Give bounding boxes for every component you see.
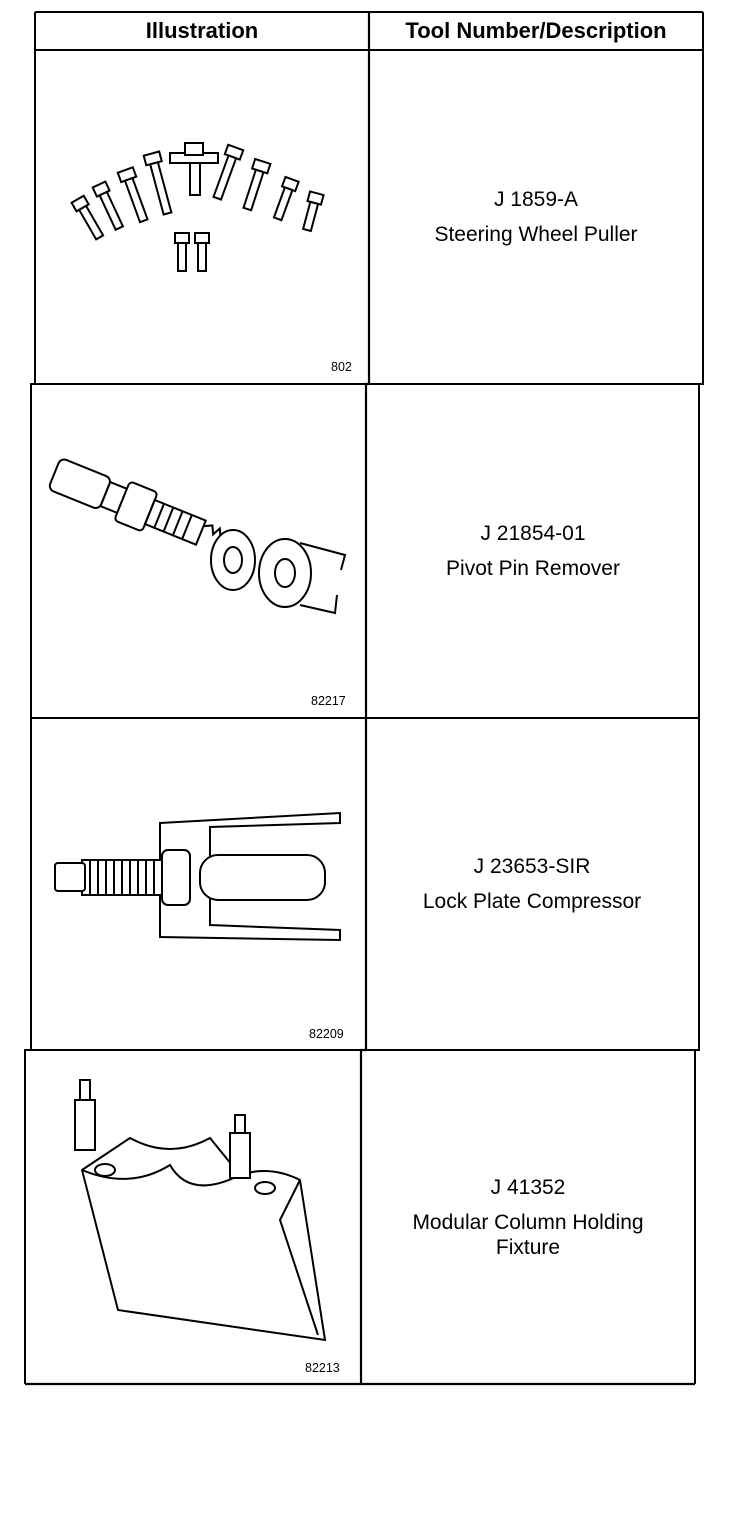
column-header-tool: Tool Number/Description [405, 18, 667, 43]
tool-name: Steering Wheel Puller [434, 223, 638, 246]
tool-number: J 23653-SIR [473, 855, 591, 878]
tool-number: J 21854-01 [480, 522, 586, 545]
tool-name-continued: Fixture [495, 1235, 561, 1259]
tool-number: J 1859-A [493, 188, 579, 211]
column-header-illustration: Illustration [145, 18, 259, 43]
tool-description-cell: J 41352 Modular Column Holding Fixture [363, 1051, 693, 1383]
tool-description-cell: J 21854-01 Pivot Pin Remover [368, 385, 698, 717]
figure-number: 82213 [305, 1361, 340, 1375]
figure-number: 82209 [309, 1027, 344, 1041]
tool-description-cell: J 1859-A Steering Wheel Puller [371, 51, 701, 383]
figure-number: 82217 [311, 694, 346, 708]
tool-name: Modular Column Holding [412, 1210, 644, 1234]
tool-name: Lock Plate Compressor [422, 890, 642, 913]
tool-number: J 41352 [490, 1175, 566, 1199]
lock-plate-compressor-illustration [54, 811, 341, 942]
steering-wheel-puller-illustration [70, 142, 325, 272]
pivot-pin-remover-illustration [48, 458, 347, 615]
tool-name: Pivot Pin Remover [446, 557, 620, 580]
figure-number: 802 [331, 360, 352, 374]
modular-column-holding-fixture-illustration [74, 1079, 327, 1342]
tool-description-cell: J 23653-SIR Lock Plate Compressor [367, 719, 697, 1049]
